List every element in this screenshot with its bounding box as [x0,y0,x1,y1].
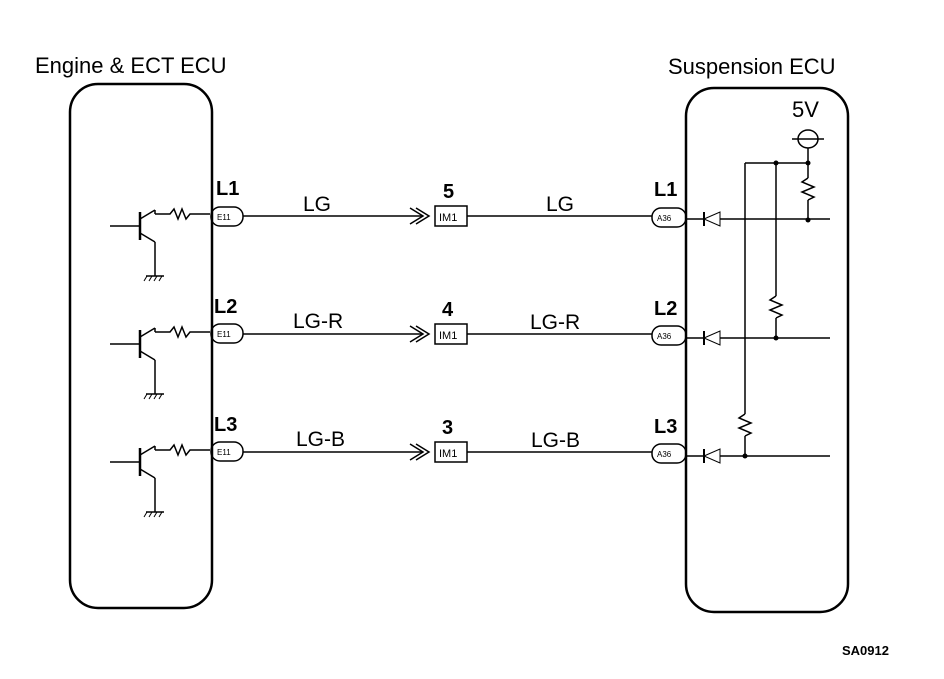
right-connector-code: A36 [657,214,672,223]
right-ecu-box [684,86,850,614]
left-pin-label: L2 [214,296,237,318]
junction-pin-label: 5 [443,181,454,203]
right-pin-label: L3 [654,416,677,438]
right-connector [651,207,687,228]
left-ecu-box [68,82,214,610]
wire-color-right: LG-R [530,311,580,334]
circuit-row-2: L2 E11 LG-R 4 IM1 LG-R L2 A36 [110,296,830,400]
right-connector-code: A36 [657,332,672,341]
right-pin-label: L2 [654,298,677,320]
pullup-network [737,148,816,459]
left-connector-code: E11 [217,213,231,222]
diagram-code: SA0912 [842,643,889,658]
junction-connector-code: IM1 [439,448,457,460]
left-connector-code: E11 [217,448,231,457]
left-pin-label: L3 [214,414,237,436]
left-pin-label: L1 [216,178,239,200]
circuit-row-3: L3 E11 LG-B 3 IM1 LG-B L3 A36 [110,414,830,518]
right-ecu-title: Suspension ECU [668,54,836,79]
left-ecu-title: Engine & ECT ECU [35,53,227,78]
circuit-row-1: L1 E11 LG 5 IM1 LG L1 A36 [110,178,830,282]
wire-color-left: LG-R [293,310,343,333]
wire-color-left: LG-B [296,428,345,451]
wire-color-right: LG-B [531,429,580,452]
junction-connector-code: IM1 [439,212,457,224]
right-connector [651,443,687,464]
right-pin-label: L1 [654,179,677,201]
left-connector-code: E11 [217,330,231,339]
junction-pin-label: 4 [442,299,454,321]
wire-color-left: LG [303,193,331,216]
supply-5v-label: 5V [792,97,819,122]
junction-connector-code: IM1 [439,330,457,342]
right-connector [651,325,687,346]
wire-color-right: LG [546,193,574,216]
junction-pin-label: 3 [442,417,453,439]
right-connector-code: A36 [657,450,672,459]
